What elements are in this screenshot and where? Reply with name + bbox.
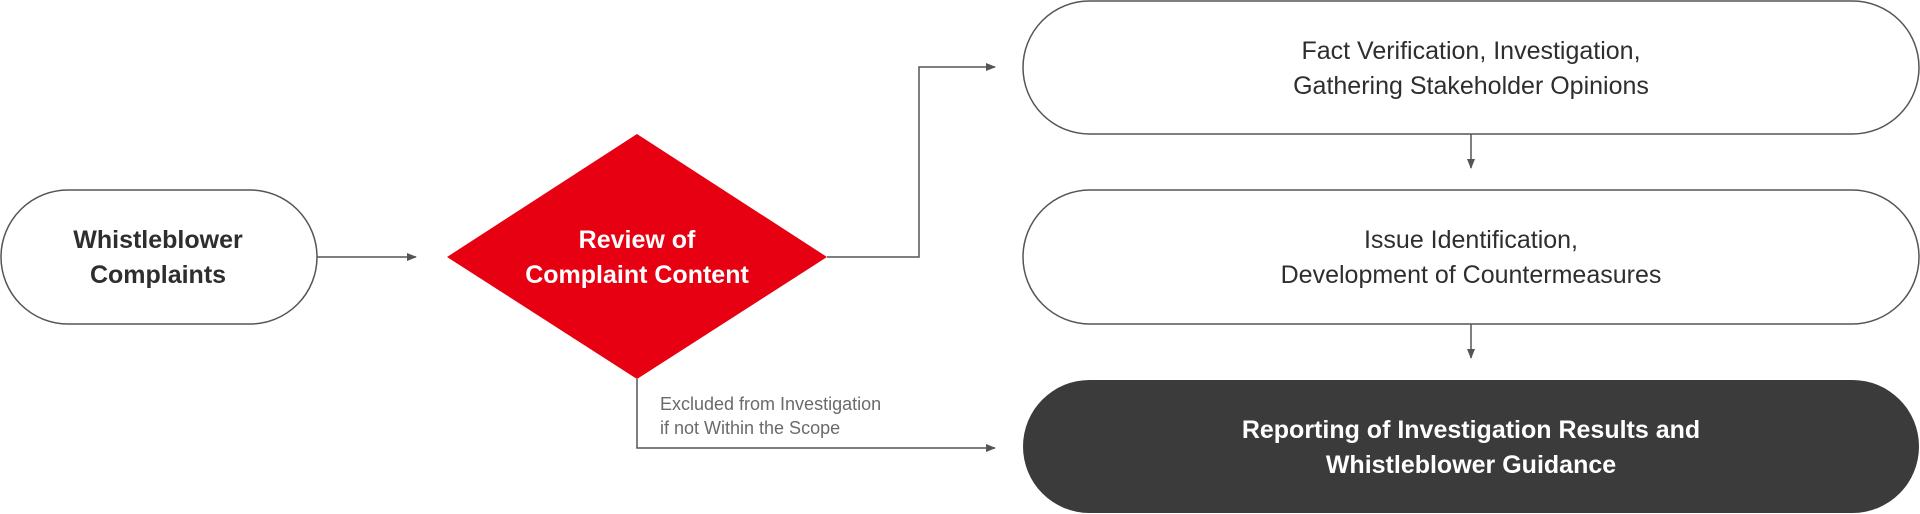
- node-issue-line1: Issue Identification,: [1364, 226, 1578, 254]
- node-review-line1: Review of: [579, 226, 696, 254]
- node-issue-line2: Development of Countermeasures: [1281, 261, 1662, 289]
- node-complaints-shape: [0, 189, 318, 325]
- node-fact-verification: Fact Verification, Investigation, Gather…: [1022, 0, 1920, 135]
- arrow-review-to-fact: [827, 63, 996, 258]
- node-complaints-line2: Complaints: [90, 261, 226, 289]
- node-review-decision: Review of Complaint Content: [447, 134, 827, 379]
- exclusion-note-line2: if not Within the Scope: [660, 418, 840, 438]
- node-reporting-results: Reporting of Investigation Results and W…: [1023, 380, 1919, 513]
- node-report-line1: Reporting of Investigation Results and: [1242, 416, 1700, 444]
- node-fact-line2: Gathering Stakeholder Opinions: [1293, 72, 1649, 100]
- decision-diamond-shape: [447, 134, 827, 379]
- node-fact-shape: [1022, 0, 1920, 135]
- node-issue-identification: Issue Identification, Development of Cou…: [1022, 189, 1920, 325]
- node-report-line2: Whistleblower Guidance: [1326, 451, 1616, 479]
- node-review-line2: Complaint Content: [525, 261, 749, 289]
- node-issue-shape: [1022, 189, 1920, 325]
- arrow-review-to-report: [636, 379, 996, 452]
- node-complaints-line1: Whistleblower: [73, 226, 243, 254]
- node-whistleblower-complaints: Whistleblower Complaints: [0, 189, 318, 325]
- node-report-shape: [1023, 380, 1919, 513]
- node-fact-line1: Fact Verification, Investigation,: [1301, 37, 1640, 65]
- exclusion-note-line1: Excluded from Investigation: [660, 394, 881, 414]
